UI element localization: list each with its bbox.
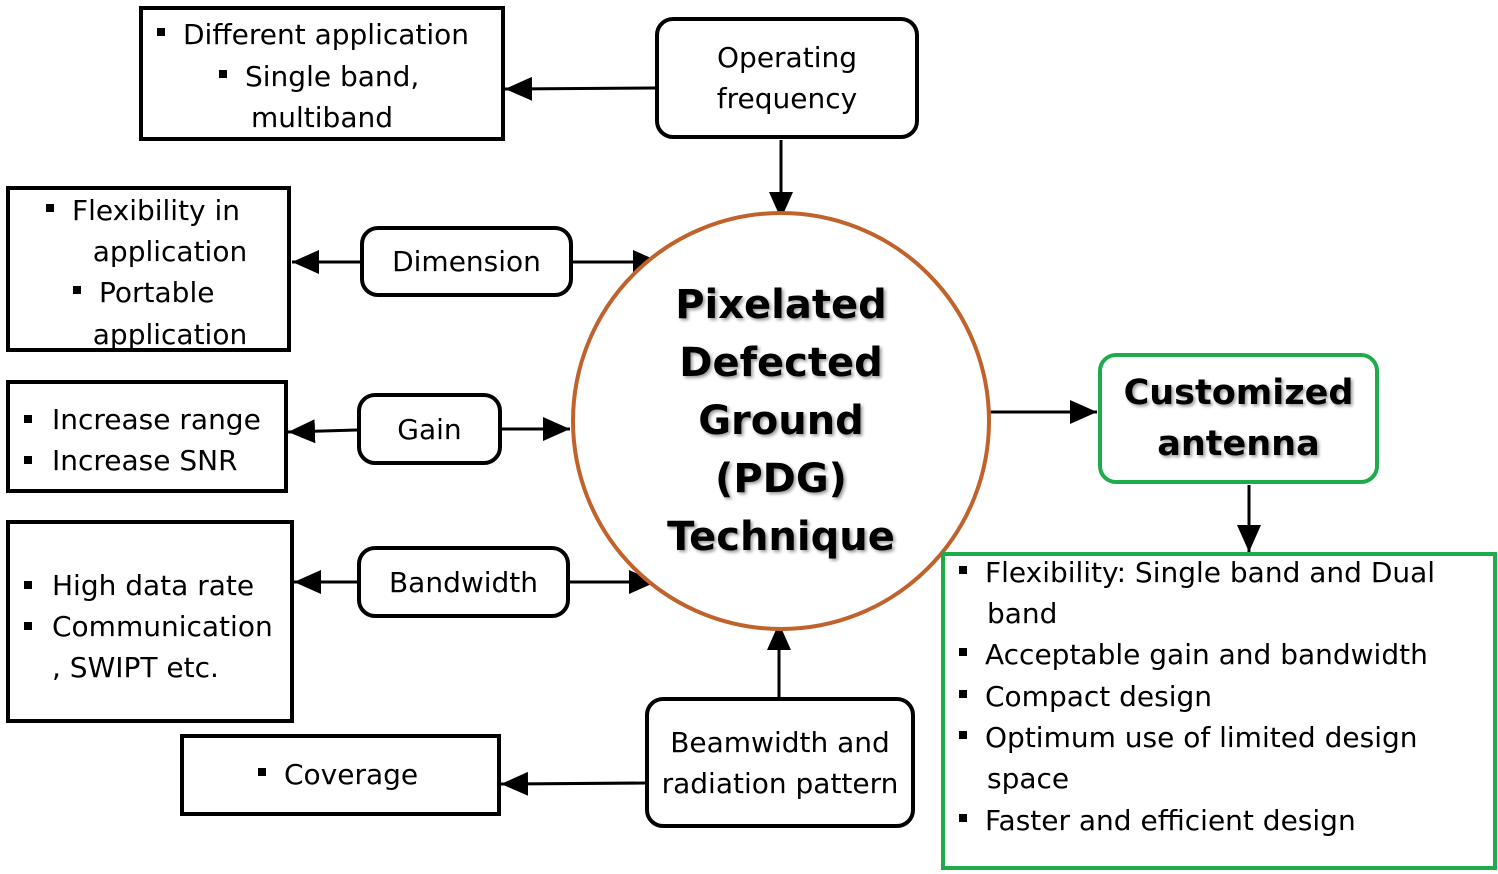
bullet-icon (959, 731, 967, 739)
antenna-benefits-box: Flexibility: Single band and Dual band A… (941, 552, 1497, 870)
center-title-line: Ground (698, 398, 864, 444)
gain-label: Gain (397, 412, 462, 446)
coverage-box: Coverage (180, 734, 501, 816)
flexibility-box: Flexibility in application Portable appl… (6, 186, 291, 352)
center-title: Pixelated Defected Ground (PDG) Techniqu… (611, 276, 951, 566)
bandwidth-label: Bandwidth (388, 565, 539, 599)
center-title-line: Defected (679, 340, 883, 386)
bullet-icon (258, 768, 266, 776)
center-circle (571, 211, 991, 631)
range-item: Increase range (24, 399, 261, 440)
beamwidth-node: Beamwidth and radiation pattern (645, 697, 915, 828)
range-item: Increase SNR (24, 440, 261, 481)
bullet-icon (219, 70, 227, 78)
benefit-item: space (987, 762, 1070, 795)
customized-antenna-label: Customized antenna (1123, 372, 1354, 464)
bandwidth-node: Bandwidth (357, 546, 570, 618)
bullet-icon (73, 286, 81, 294)
operating-frequency-node: Operating frequency (655, 17, 919, 139)
datarate-item: High data rate (24, 565, 273, 606)
benefit-item: Compact design (985, 680, 1213, 713)
arrow-gain-to-range (287, 419, 358, 444)
bullet-icon (46, 204, 54, 212)
range-box: Increase range Increase SNR (6, 380, 288, 493)
dimension-node: Dimension (360, 226, 573, 297)
center-title-line: (PDG) (715, 456, 847, 502)
application-item: Different application (183, 18, 470, 51)
flexibility-item: Flexibility in (72, 194, 241, 227)
flexibility-item: application (92, 318, 248, 351)
beamwidth-label: Beamwidth and radiation pattern (661, 725, 899, 800)
bullet-icon (959, 566, 967, 574)
customized-antenna-node: Customized antenna (1098, 353, 1379, 484)
bullet-icon (959, 648, 967, 656)
gain-node: Gain (357, 393, 502, 465)
arrow-beam-to-coverage (500, 771, 646, 796)
dimension-label: Dimension (392, 245, 541, 278)
flexibility-item: Portable (99, 276, 215, 309)
datarate-item: Communication (24, 606, 273, 647)
datarate-box: High data rate Communication , SWIPT etc… (6, 520, 294, 723)
center-title-line: Technique (667, 514, 895, 560)
datarate-item: , SWIPT etc. (52, 651, 219, 684)
application-box: Different application Single band, multi… (139, 6, 505, 141)
range-list: Increase range Increase SNR (24, 399, 261, 481)
bullet-icon (157, 28, 165, 36)
operating-frequency-label: Operating frequency (716, 41, 858, 115)
coverage-item: Coverage (284, 758, 419, 791)
application-item: multiband (250, 101, 393, 134)
flexibility-item: application (92, 235, 248, 268)
arrow-freq-to-apps (504, 76, 656, 101)
center-title-line: Pixelated (675, 282, 887, 328)
benefit-item: Faster and efficient design (985, 804, 1356, 837)
benefit-item: band (987, 597, 1058, 630)
benefit-item: Optimum use of limited design (985, 721, 1418, 754)
application-item: Single band, (245, 60, 420, 93)
benefit-item: Flexibility: Single band and Dual (985, 556, 1436, 589)
bullet-icon (959, 690, 967, 698)
benefit-item: Acceptable gain and bandwidth (985, 638, 1428, 671)
datarate-list: High data rate Communication (24, 565, 273, 647)
bullet-icon (959, 814, 967, 822)
